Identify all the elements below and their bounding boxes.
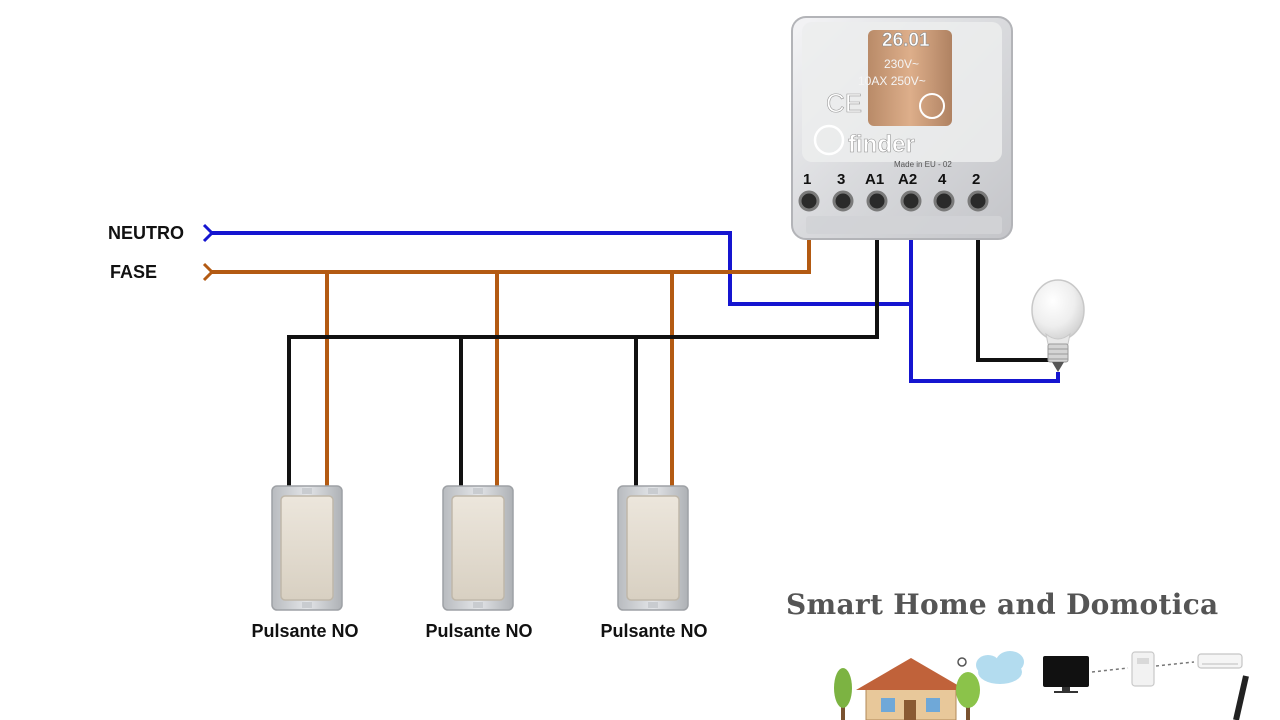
tv-icon	[1043, 656, 1089, 693]
push-button-1	[271, 485, 343, 611]
smart-home-illustration	[834, 651, 1249, 720]
terminal-screws	[798, 190, 989, 212]
lamp-icon	[1031, 279, 1085, 372]
relay-cert-icon	[919, 93, 945, 119]
terminal-label-a2: A2	[898, 171, 917, 188]
switch-rocker	[626, 495, 680, 601]
fase-label: FASE	[110, 262, 157, 282]
neutral-wire-lamp	[909, 203, 1060, 383]
step-relay: 26.01 230V~ 10AX 250V~ CE finder Made in…	[791, 16, 1013, 240]
neutro-label: NEUTRO	[108, 223, 184, 243]
terminal-screw-2	[967, 190, 989, 212]
neutral-arrow	[202, 223, 215, 243]
tree-icon	[956, 672, 980, 720]
brand-title: Smart Home and Domotica	[786, 588, 1219, 621]
relay-model: 26.01	[882, 30, 930, 51]
terminal-screw-4	[933, 190, 955, 212]
switch-label-1: Pulsante NO	[251, 621, 358, 641]
relay-ce-mark: CE	[826, 88, 862, 118]
terminal-screw-a2	[900, 190, 922, 212]
switch-rocker	[451, 495, 505, 601]
switch-label-3: Pulsante NO	[600, 621, 707, 641]
relay-coil-rating: 230V~	[884, 57, 919, 71]
terminal-screw-a1	[866, 190, 888, 212]
terminal-screw-1	[798, 190, 820, 212]
terminal-label-4: 4	[938, 171, 947, 188]
relay-brand: finder	[848, 131, 915, 158]
switch-label-2: Pulsante NO	[425, 621, 532, 641]
terminal-screw-3	[832, 190, 854, 212]
push-button-3	[617, 485, 689, 611]
finder-logo-icon	[813, 124, 845, 156]
control-wire	[287, 203, 879, 490]
terminal-label-2: 2	[972, 171, 980, 188]
device-icon	[1131, 651, 1155, 687]
tree-icon	[834, 668, 852, 720]
relay-contact-rating: 10AX 250V~	[858, 74, 926, 88]
neutral-wire	[212, 231, 911, 306]
phase-arrow	[202, 262, 215, 282]
switch-rocker	[280, 495, 334, 601]
push-button-2	[442, 485, 514, 611]
terminal-label-a1: A1	[865, 171, 884, 188]
relay-coil	[868, 30, 952, 126]
air-conditioner-icon	[1197, 653, 1243, 669]
lamp-wire	[976, 203, 1050, 362]
relay-bottom-rail	[806, 216, 1002, 234]
cloud-icon	[976, 651, 1024, 684]
phase-wire	[212, 203, 811, 274]
terminal-label-3: 3	[837, 171, 845, 188]
terminal-label-1: 1	[803, 171, 811, 188]
house-icon	[856, 658, 966, 720]
relay-origin: Made in EU - 02	[894, 160, 952, 169]
